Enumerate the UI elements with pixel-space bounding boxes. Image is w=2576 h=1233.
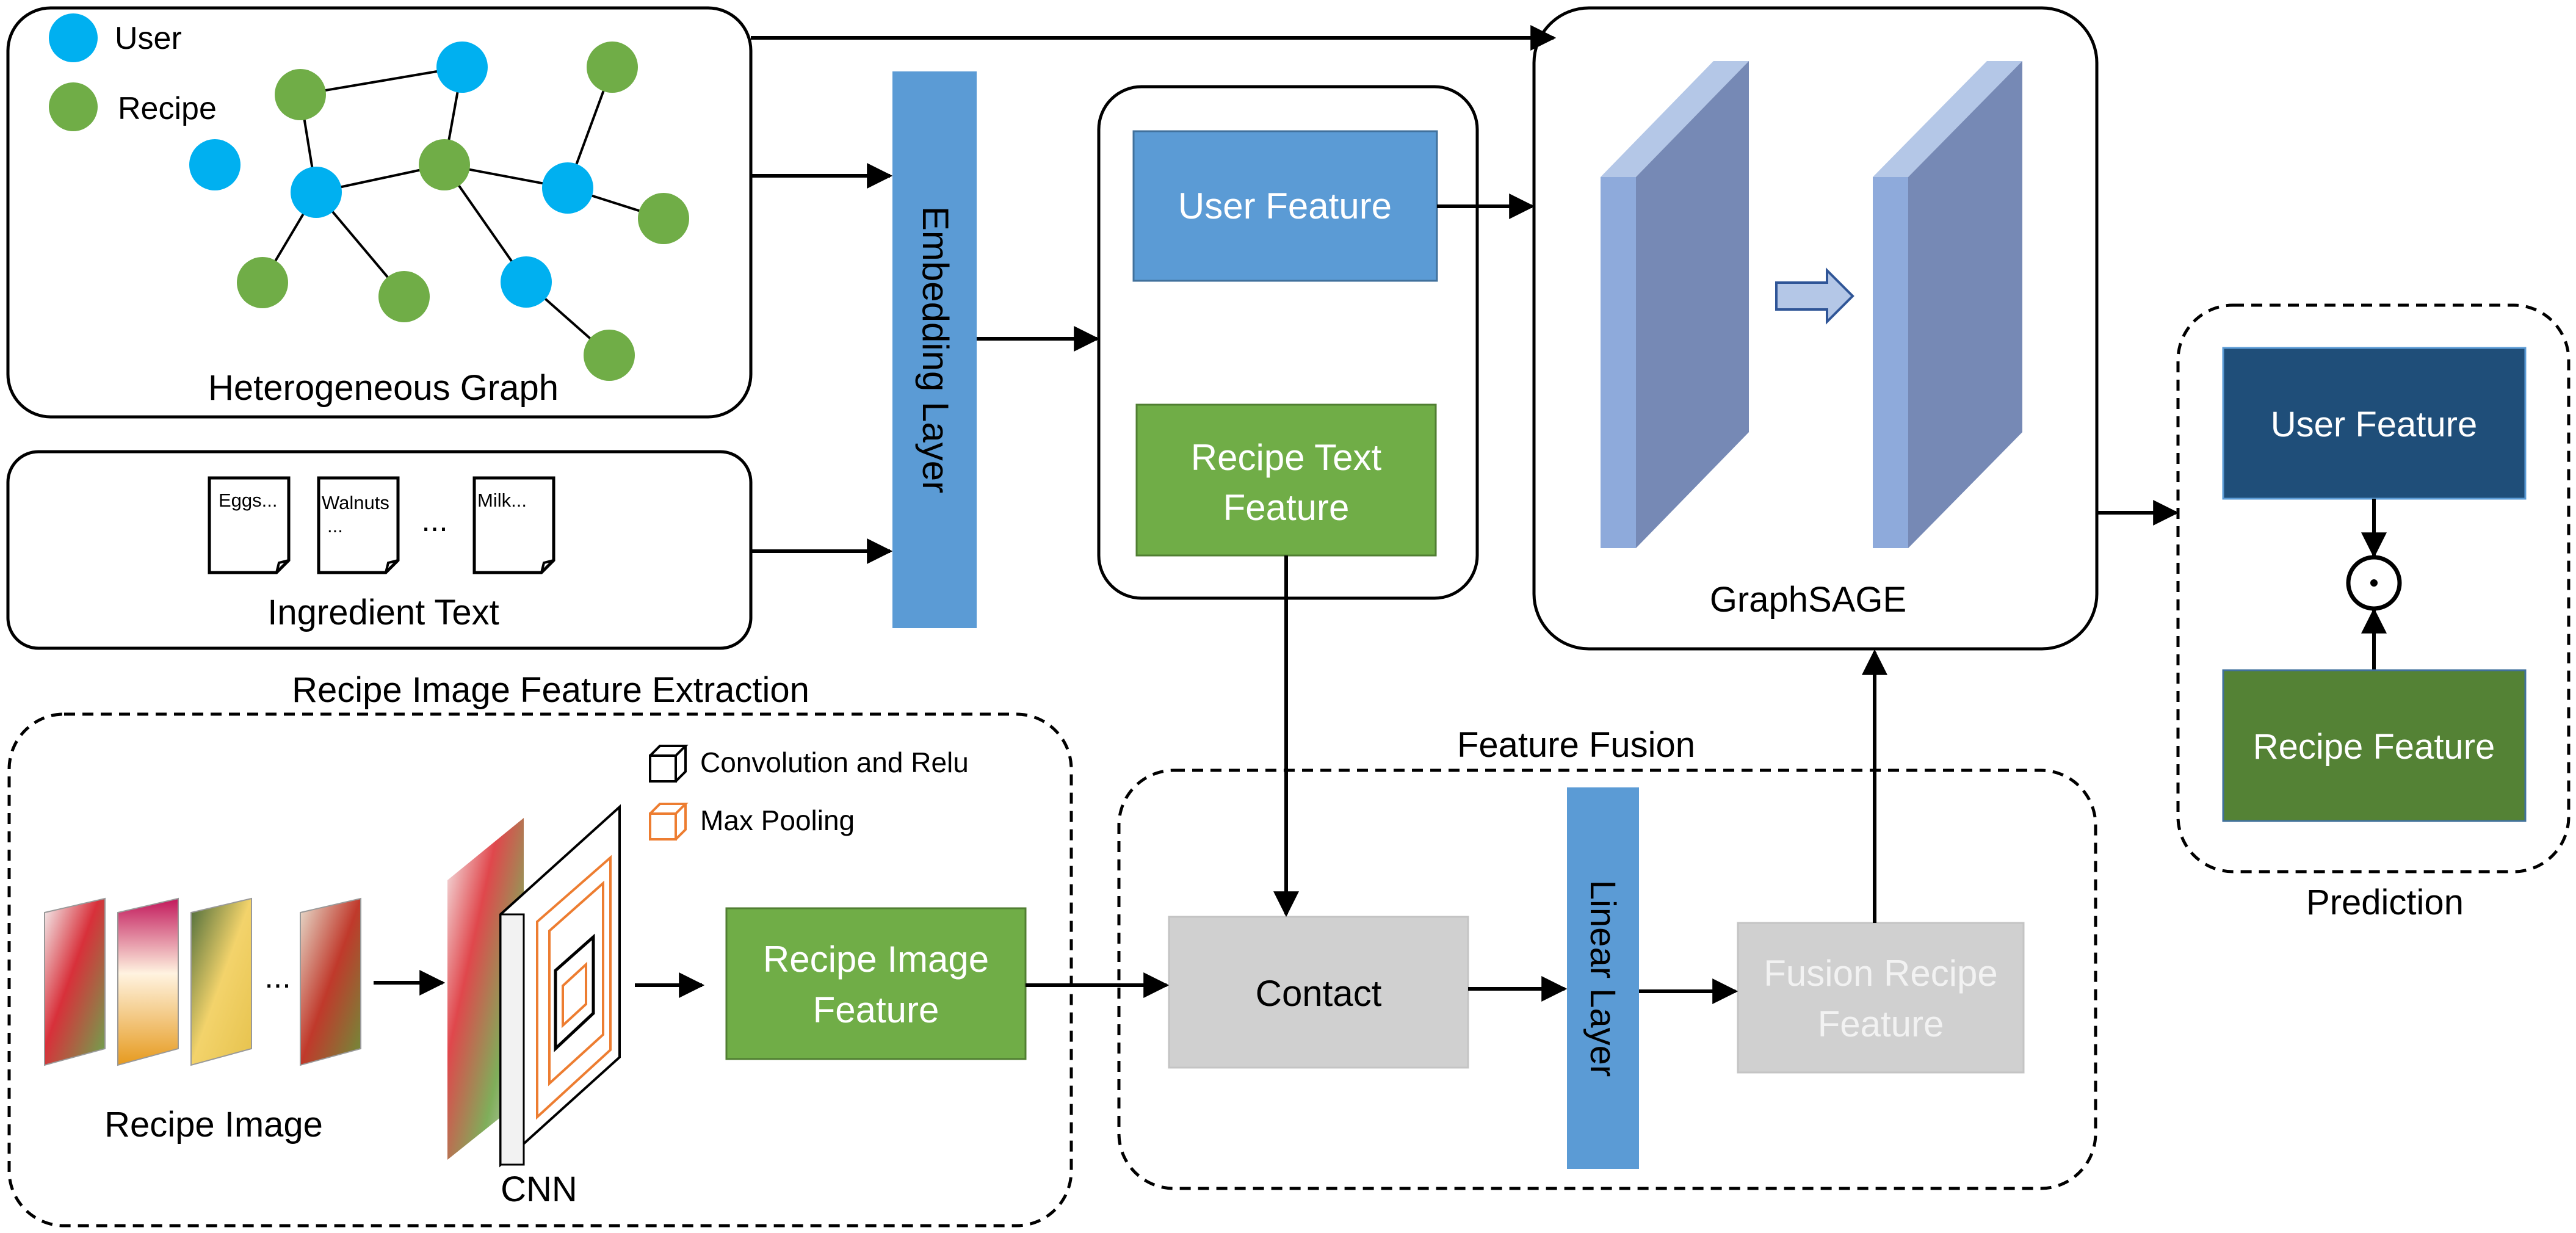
- cnn-label: CNN: [501, 1170, 577, 1209]
- recipe-image: [44, 897, 106, 1066]
- ingredient-doc-eggs: Eggs...: [219, 490, 278, 511]
- user-node: [189, 139, 241, 190]
- ingredient-doc-walnuts: Walnuts: [322, 492, 389, 513]
- feature-container: User Feature Recipe Text Feature: [1097, 85, 1479, 600]
- document-icon: [472, 476, 555, 574]
- prediction-recipe-feature-label: Recipe Feature: [2253, 727, 2495, 767]
- feature-fusion-title: Feature Fusion: [1457, 725, 1695, 765]
- user-node: [542, 162, 593, 214]
- document-icon: [317, 476, 400, 574]
- graphsage-layer-1: [1601, 61, 1749, 548]
- graph-caption: Heterogeneous Graph: [208, 368, 559, 408]
- recipe-node: [378, 271, 430, 322]
- recipe-node: [638, 193, 689, 244]
- ingredient-caption: Ingredient Text: [267, 593, 499, 632]
- prediction-user-feature-box: [2222, 347, 2527, 500]
- user-feature-label: User Feature: [1178, 186, 1392, 226]
- embedding-layer-label: Embedding Layer: [915, 206, 956, 493]
- linear-layer: [1567, 787, 1639, 1169]
- user-feature-box: [1132, 130, 1438, 282]
- image-extraction-title: Recipe Image Feature Extraction: [292, 670, 809, 710]
- legend-recipe-node: [49, 82, 98, 131]
- recipe-image: [300, 897, 361, 1066]
- graph-nodes: [49, 13, 689, 381]
- prediction-recipe-feature-box: [2222, 669, 2527, 822]
- recipe-image: [190, 897, 252, 1066]
- recipe-node: [237, 257, 288, 308]
- fusion-recipe-feature-label-2: Feature: [1818, 1003, 1944, 1044]
- max-pooling-legend-label: Max Pooling: [700, 805, 855, 836]
- user-node: [436, 42, 488, 93]
- recipe-image-thumbnails: ...: [44, 897, 361, 1066]
- conv-relu-legend-icon: [649, 745, 689, 783]
- user-node: [501, 256, 552, 308]
- conv-relu-legend-label: Convolution and Relu: [700, 747, 969, 778]
- recipe-image: [117, 897, 179, 1066]
- graphsage-flow-arrow-icon: [1775, 267, 1854, 325]
- ingredient-text-panel: Eggs... Walnuts ... ... Milk... Ingredie…: [6, 450, 753, 650]
- prediction-title: Prediction: [2306, 883, 2464, 922]
- ingredient-doc-walnuts-more: ...: [327, 515, 343, 537]
- recipe-node: [584, 330, 635, 381]
- heterogeneous-graph-panel: User Recipe Heterogeneous Graph: [6, 6, 753, 419]
- ingredient-ellipsis: ...: [421, 503, 447, 538]
- recipe-node: [419, 139, 470, 190]
- feature-fusion-panel: Feature Fusion Contact Linear Layer Fusi…: [1117, 725, 2097, 1190]
- recipe-text-feature-box: [1135, 403, 1437, 557]
- prediction-user-feature-label: User Feature: [2271, 405, 2477, 444]
- max-pooling-legend-icon: [649, 803, 689, 841]
- recipe-image-feature-box: [725, 907, 1027, 1060]
- recipe-text-feature-label-1: Recipe Text: [1191, 437, 1382, 478]
- contact-box: [1168, 916, 1469, 1069]
- ingredient-doc-milk: Milk...: [477, 490, 527, 511]
- recipe-image-ellipsis: ...: [264, 960, 291, 995]
- prediction-panel: User Feature Recipe Feature Prediction: [2176, 303, 2571, 922]
- recipe-image-caption: Recipe Image: [104, 1105, 323, 1144]
- recipe-text-feature-label-2: Feature: [1223, 487, 1350, 528]
- contact-label: Contact: [1256, 973, 1382, 1014]
- fusion-recipe-feature-box: [1737, 922, 2025, 1074]
- linear-layer-label: Linear Layer: [1583, 880, 1623, 1077]
- graphsage-panel: GraphSAGE: [1532, 6, 2099, 651]
- recipe-image-feature-label-1: Recipe Image: [763, 939, 989, 980]
- connector-arrows: [751, 25, 2179, 1004]
- legend-user-node: [49, 13, 98, 62]
- dot-product-dot: [2370, 579, 2378, 587]
- graphsage-layer-2: [1873, 61, 2022, 548]
- fusion-recipe-feature-label-1: Fusion Recipe: [1764, 953, 1998, 994]
- embedding-layer: Embedding Layer: [892, 71, 977, 628]
- legend-user-label: User: [115, 21, 182, 56]
- image-extraction-panel: Recipe Image Feature Extraction Convolut…: [7, 670, 1073, 1228]
- cnn-block: [447, 804, 621, 1168]
- document-icon: [208, 476, 291, 574]
- user-node: [291, 167, 342, 218]
- graphsage-label: GraphSAGE: [1710, 580, 1906, 620]
- recipe-image-feature-label-2: Feature: [813, 989, 939, 1030]
- legend-recipe-label: Recipe: [118, 91, 217, 126]
- recipe-node: [587, 42, 638, 93]
- recipe-node: [275, 69, 326, 120]
